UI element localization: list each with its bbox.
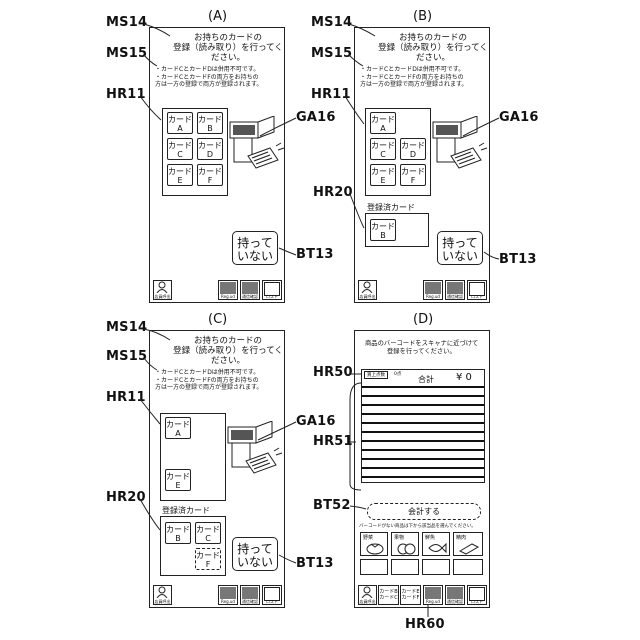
leader-ms14-b [349,24,375,36]
leader-bt13-a [279,248,296,255]
leader-ga16-a [260,118,296,136]
leader-hr11-a [140,96,161,120]
leader-ms15-b [349,55,363,66]
leader-bt13-c [279,555,296,563]
leader-bt13-b [484,252,499,259]
leader-ms15-c [144,358,157,370]
leader-ga16-b [463,118,499,136]
leader-hr11-c [140,399,160,424]
leader-hr20-b [350,194,364,228]
leader-hr20-c [140,499,160,530]
leader-hr11-b [345,96,364,124]
leader-ga16-c [258,422,296,440]
leader-ms14-c [144,329,170,340]
hr51-bracket [350,383,361,490]
leader-ms15-a [144,55,157,66]
leader-bt52 [350,506,366,509]
leader-ms14-a [144,24,170,36]
